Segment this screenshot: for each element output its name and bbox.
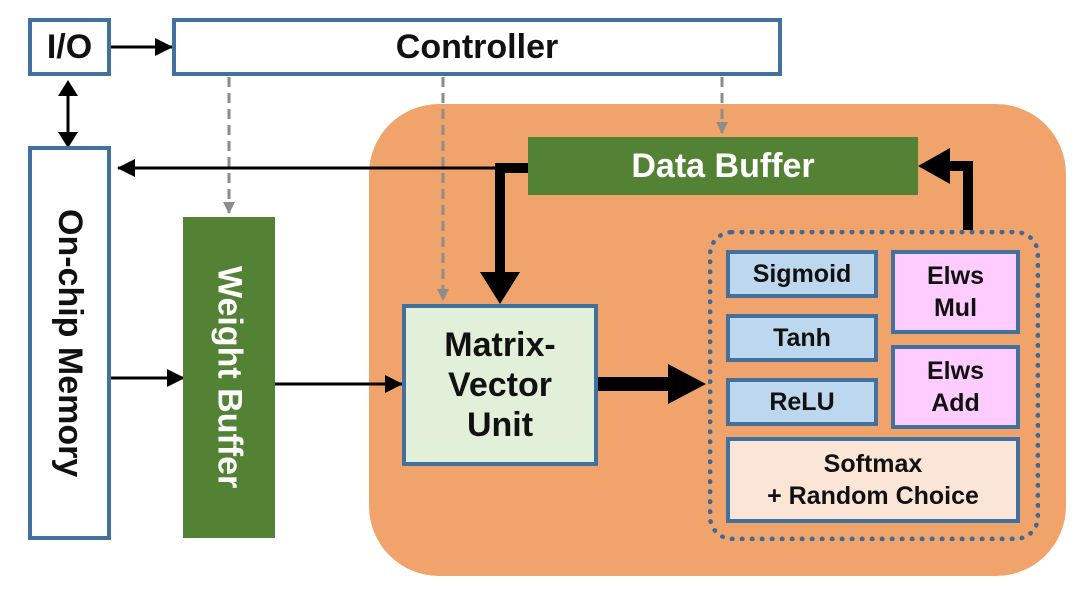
arrow-activations-to-data-buffer (946, 161, 973, 230)
io-label: I/O (46, 27, 93, 66)
sigmoid-label: Sigmoid (752, 259, 852, 288)
relu-label: ReLU (769, 387, 835, 416)
weight-buffer-label: Weight Buffer (210, 266, 249, 489)
activation-unit-group (708, 230, 1040, 541)
mvu-label-line2: Vector (448, 366, 552, 404)
arrowhead-memory-down (58, 132, 78, 148)
controller-label: Controller (395, 27, 559, 66)
weight-buffer-block: Weight Buffer (183, 217, 275, 538)
sigmoid-block: Sigmoid (726, 250, 878, 298)
elws-add-block: Elws Add (891, 345, 1020, 429)
softmax-block: Softmax + Random Choice (726, 437, 1020, 523)
elws-mul-label-line1: Elws (927, 262, 984, 290)
io-block: I/O (28, 18, 111, 76)
arrowhead-data-buffer-right (918, 148, 950, 184)
on-chip-memory-block: On-chip Memory (28, 146, 111, 540)
data-buffer-block: Data Buffer (528, 137, 918, 195)
tanh-label: Tanh (773, 323, 831, 352)
arrowhead-io-up (58, 80, 78, 96)
elws-add-label-line2: Add (931, 389, 980, 417)
data-buffer-label: Data Buffer (631, 146, 815, 185)
arrowhead-activations (668, 364, 706, 404)
elws-add-label-line1: Elws (927, 357, 984, 385)
on-chip-memory-label: On-chip Memory (51, 208, 89, 478)
tanh-block: Tanh (726, 314, 878, 362)
mvu-label-line3: Unit (466, 406, 534, 444)
elws-mul-block: Elws Mul (891, 250, 1020, 334)
matrix-vector-unit-block: Matrix- Vector Unit (402, 304, 598, 466)
relu-block: ReLU (726, 378, 878, 426)
softmax-label-line2: + Random Choice (767, 482, 979, 510)
mvu-label-line1: Matrix- (444, 326, 556, 364)
arrow-data-buffer-to-mvu (495, 163, 528, 280)
controller-block: Controller (172, 18, 782, 76)
arrowhead-mvu-top (480, 272, 520, 304)
elws-mul-label-line2: Mul (933, 294, 978, 322)
softmax-label-line1: Softmax (823, 450, 923, 478)
